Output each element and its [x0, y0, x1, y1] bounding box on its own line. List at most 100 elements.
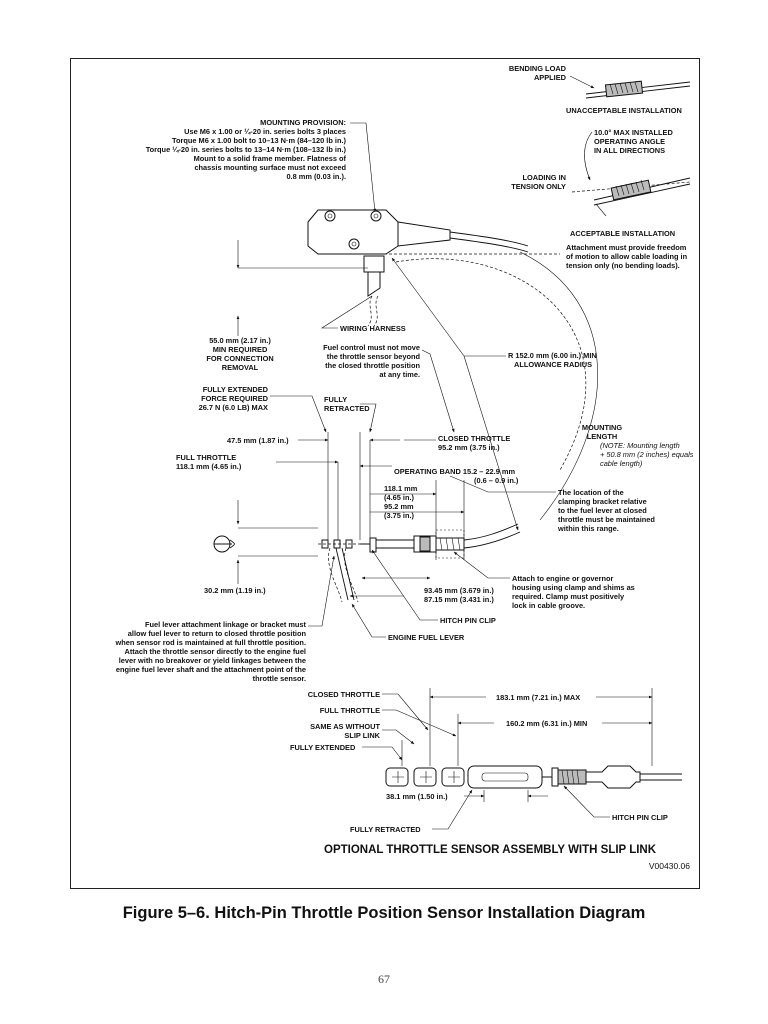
- acceptable-cable-sketch: [593, 177, 691, 217]
- diagram-frame: [70, 58, 700, 889]
- svg-text:throttle must be maintained: throttle must be maintained: [558, 515, 655, 524]
- slip-fully-extended-label: FULLY EXTENDED: [290, 743, 356, 752]
- engine-fuel-lever-label: ENGINE FUEL LEVER: [388, 633, 465, 642]
- dim-30-2-label: 30.2 mm (1.19 in.): [204, 586, 266, 595]
- svg-text:REMOVAL: REMOVAL: [222, 363, 259, 372]
- svg-text:clamping bracket relative: clamping bracket relative: [558, 497, 647, 506]
- svg-text:the throttle sensor beyond: the throttle sensor beyond: [327, 352, 421, 361]
- svg-text:118.1 mm (4.65 in.): 118.1 mm (4.65 in.): [176, 462, 242, 471]
- same-as-without-label: SAME AS WITHOUT SLIP LINK: [310, 722, 381, 740]
- svg-text:+ 50.8 mm (2 inches) equals: + 50.8 mm (2 inches) equals: [600, 450, 694, 459]
- svg-text:MOUNTING PROVISION:: MOUNTING PROVISION:: [260, 118, 346, 127]
- svg-text:FULL THROTTLE: FULL THROTTLE: [176, 453, 236, 462]
- svg-text:engine fuel lever shaft and th: engine fuel lever shaft and the attachme…: [116, 665, 306, 674]
- svg-text:allow fuel lever to return to: allow fuel lever to return to closed thr…: [128, 629, 307, 638]
- svg-text:93.45 mm (3.679 in.): 93.45 mm (3.679 in.): [424, 586, 494, 595]
- fuel-lever-note: Fuel lever attachment linkage or bracket…: [114, 620, 306, 683]
- svg-text:0.8 mm (0.03 in.).: 0.8 mm (0.03 in.).: [286, 172, 346, 181]
- svg-text:(0.6 – 0.9 in.): (0.6 – 0.9 in.): [474, 476, 519, 485]
- svg-text:LENGTH: LENGTH: [587, 432, 617, 441]
- attachment-freedom-note: Attachment must provide freedom of motio…: [566, 243, 688, 270]
- throttle-sensor-body: [307, 209, 529, 327]
- svg-text:required. Clamp must positivel: required. Clamp must positively: [512, 592, 625, 601]
- svg-text:FORCE REQUIRED: FORCE REQUIRED: [201, 394, 269, 403]
- svg-text:R 152.0 mm (6.00 in.) MIN: R 152.0 mm (6.00 in.) MIN: [508, 351, 597, 360]
- svg-text:55.0 mm (2.17 in.): 55.0 mm (2.17 in.): [209, 336, 271, 345]
- svg-text:Use M6 x 1.00 or ¼-20 in. seri: Use M6 x 1.00 or ¼-20 in. series bolts 3…: [184, 127, 346, 136]
- svg-text:FOR CONNECTION: FOR CONNECTION: [206, 354, 273, 363]
- svg-text:26.7 N (6.0 LB) MAX: 26.7 N (6.0 LB) MAX: [199, 403, 268, 412]
- svg-text:lever with no breakover or yie: lever with no breakover or yield linkage…: [119, 656, 306, 665]
- slip-closed-throttle-label: CLOSED THROTTLE: [308, 690, 380, 699]
- hitch-pin-icon: [213, 535, 235, 553]
- closed-throttle-label: CLOSED THROTTLE 95.2 mm (3.75 in.): [438, 434, 510, 452]
- wiring-harness-label: WIRING HARNESS: [340, 324, 406, 333]
- svg-text:95.2 mm (3.75 in.): 95.2 mm (3.75 in.): [438, 443, 500, 452]
- figure-code: V00430.06: [649, 861, 690, 871]
- dim-160-2-label: 160.2 mm (6.31 in.) MIN: [506, 719, 587, 728]
- full-throttle-label: FULL THROTTLE 118.1 mm (4.65 in.): [176, 453, 242, 471]
- mounting-length-label: MOUNTING LENGTH (NOTE: Mounting length +…: [582, 423, 694, 468]
- svg-text:throttle sensor.: throttle sensor.: [253, 674, 306, 683]
- svg-text:housing using clamp and shims: housing using clamp and shims as: [512, 583, 635, 592]
- figure-caption: Figure 5–6. Hitch-Pin Throttle Position …: [122, 904, 646, 922]
- dim-183-1-label: 183.1 mm (7.21 in.) MAX: [496, 693, 580, 702]
- slip-link-title: OPTIONAL THROTTLE SENSOR ASSEMBLY WITH S…: [324, 844, 657, 856]
- svg-text:Attachment must provide freedo: Attachment must provide freedom: [566, 243, 687, 252]
- svg-text:Torque M6 x 1.00 bolt to 10–13: Torque M6 x 1.00 bolt to 10–13 N·m (84–1…: [172, 136, 347, 145]
- operating-band-label: OPERATING BAND 15.2 – 22.9 mm (0.6 – 0.9…: [394, 467, 519, 485]
- svg-text:95.2 mm: 95.2 mm: [384, 502, 414, 511]
- svg-text:CLOSED THROTTLE: CLOSED THROTTLE: [438, 434, 510, 443]
- max-angle-label: 10.0° MAX INSTALLED OPERATING ANGLE IN A…: [594, 128, 673, 155]
- hitch-pin-clip-label: HITCH PIN CLIP: [440, 616, 496, 625]
- svg-text:Fuel control must not move: Fuel control must not move: [323, 343, 420, 352]
- svg-text:Fuel lever attachment linkage: Fuel lever attachment linkage or bracket…: [145, 620, 307, 629]
- slip-fully-retracted-label: FULLY RETRACTED: [350, 825, 421, 834]
- svg-text:BENDING LOAD: BENDING LOAD: [509, 64, 567, 73]
- svg-text:FULLY: FULLY: [324, 395, 347, 404]
- svg-text:Attach to engine or governor: Attach to engine or governor: [512, 574, 614, 583]
- svg-text:SLIP LINK: SLIP LINK: [344, 731, 380, 740]
- svg-text:ALLOWANCE RADIUS: ALLOWANCE RADIUS: [514, 360, 592, 369]
- svg-text:MIN REQUIRED: MIN REQUIRED: [213, 345, 268, 354]
- svg-text:TENSION ONLY: TENSION ONLY: [511, 182, 566, 191]
- svg-text:MOUNTING: MOUNTING: [582, 423, 622, 432]
- svg-text:The location of the: The location of the: [558, 488, 624, 497]
- connection-removal-label: 55.0 mm (2.17 in.) MIN REQUIRED FOR CONN…: [206, 336, 273, 372]
- svg-text:OPERATING ANGLE: OPERATING ANGLE: [594, 137, 665, 146]
- fully-retracted-label: FULLY RETRACTED: [324, 395, 370, 413]
- clamp-location-note: The location of the clamping bracket rel…: [557, 488, 655, 533]
- svg-text:cable length): cable length): [600, 459, 643, 468]
- svg-text:Attach the throttle sensor dir: Attach the throttle sensor directly to t…: [124, 647, 306, 656]
- loading-tension-label: LOADING IN TENSION ONLY: [511, 173, 566, 191]
- dim-118-95-label: 118.1 mm (4.65 in.) 95.2 mm (3.75 in.): [384, 484, 418, 520]
- svg-text:(4.65 in.): (4.65 in.): [384, 493, 415, 502]
- mounting-provision-note: MOUNTING PROVISION: Use M6 x 1.00 or ¼-2…: [146, 118, 347, 181]
- svg-text:118.1 mm: 118.1 mm: [384, 484, 418, 493]
- sensor-cable-side-view: [318, 523, 521, 603]
- acceptable-installation-label: ACCEPTABLE INSTALLATION: [570, 229, 675, 238]
- svg-text:tension only (no bending loads: tension only (no bending loads).: [566, 261, 680, 270]
- slip-hitch-pin-clip-label: HITCH PIN CLIP: [612, 813, 668, 822]
- svg-text:Mount to a solid frame member.: Mount to a solid frame member. Flatness …: [194, 154, 347, 163]
- svg-text:OPERATING BAND 15.2 – 22.9 mm: OPERATING BAND 15.2 – 22.9 mm: [394, 467, 515, 476]
- svg-text:Torque ¼-20 in. series bolts t: Torque ¼-20 in. series bolts to 13–14 N·…: [146, 145, 347, 154]
- svg-text:(NOTE: Mounting length: (NOTE: Mounting length: [600, 441, 680, 450]
- svg-text:10.0° MAX INSTALLED: 10.0° MAX INSTALLED: [594, 128, 673, 137]
- fuel-control-note: Fuel control must not move the throttle …: [323, 343, 420, 379]
- bending-load-label: BENDING LOAD APPLIED: [509, 64, 567, 82]
- svg-text:lock in cable groove.: lock in cable groove.: [512, 601, 585, 610]
- svg-text:APPLIED: APPLIED: [534, 73, 567, 82]
- svg-text:IN ALL DIRECTIONS: IN ALL DIRECTIONS: [594, 146, 665, 155]
- svg-text:LOADING IN: LOADING IN: [522, 173, 566, 182]
- svg-text:FULLY EXTENDED: FULLY EXTENDED: [203, 385, 269, 394]
- attach-engine-note: Attach to engine or governor housing usi…: [512, 574, 635, 610]
- unacceptable-cable-sketch: [585, 80, 691, 99]
- svg-text:within this range.: within this range.: [557, 524, 619, 533]
- svg-text:(3.75 in.): (3.75 in.): [384, 511, 415, 520]
- svg-text:to the fuel lever at closed: to the fuel lever at closed: [558, 506, 647, 515]
- svg-text:RETRACTED: RETRACTED: [324, 404, 370, 413]
- svg-text:87.15 mm (3.431 in.): 87.15 mm (3.431 in.): [424, 595, 494, 604]
- svg-text:the closed throttle position: the closed throttle position: [325, 361, 420, 370]
